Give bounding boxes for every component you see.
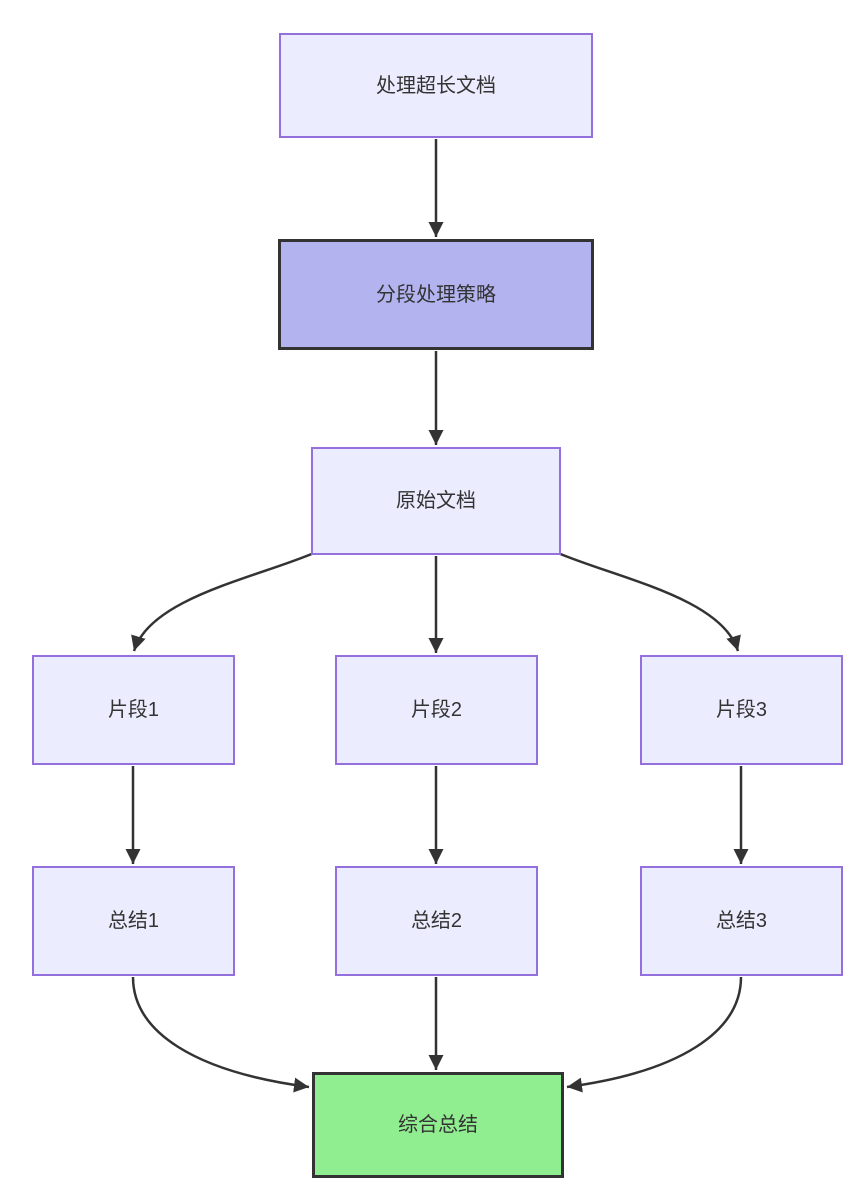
node-segment-1: 片段1 bbox=[32, 655, 235, 765]
node-original-document: 原始文档 bbox=[311, 447, 561, 555]
node-segment-2: 片段2 bbox=[335, 655, 538, 765]
node-label: 处理超长文档 bbox=[376, 74, 496, 97]
node-segmentation-strategy: 分段处理策略 bbox=[278, 239, 594, 350]
node-label: 原始文档 bbox=[396, 490, 476, 512]
node-label: 总结1 bbox=[107, 910, 160, 932]
node-combined-summary: 综合总结 bbox=[312, 1072, 564, 1178]
node-label: 综合总结 bbox=[398, 1114, 478, 1136]
node-label: 分段处理策略 bbox=[376, 283, 496, 306]
node-label: 片段3 bbox=[715, 699, 768, 721]
edge-sum3-to-final bbox=[566, 976, 743, 1093]
node-summary-1: 总结1 bbox=[32, 866, 235, 976]
node-summary-2: 总结2 bbox=[335, 866, 538, 976]
edge-sum1-to-final bbox=[131, 976, 310, 1093]
node-label: 总结3 bbox=[715, 910, 768, 932]
node-label: 片段2 bbox=[410, 699, 463, 721]
edge-original-to-seg1 bbox=[131, 551, 315, 652]
node-summary-3: 总结3 bbox=[640, 866, 843, 976]
node-label: 片段1 bbox=[107, 699, 160, 721]
node-label: 总结2 bbox=[410, 910, 463, 932]
node-process-long-document: 处理超长文档 bbox=[279, 33, 593, 138]
node-segment-3: 片段3 bbox=[640, 655, 843, 765]
edge-original-to-seg3 bbox=[557, 551, 741, 652]
